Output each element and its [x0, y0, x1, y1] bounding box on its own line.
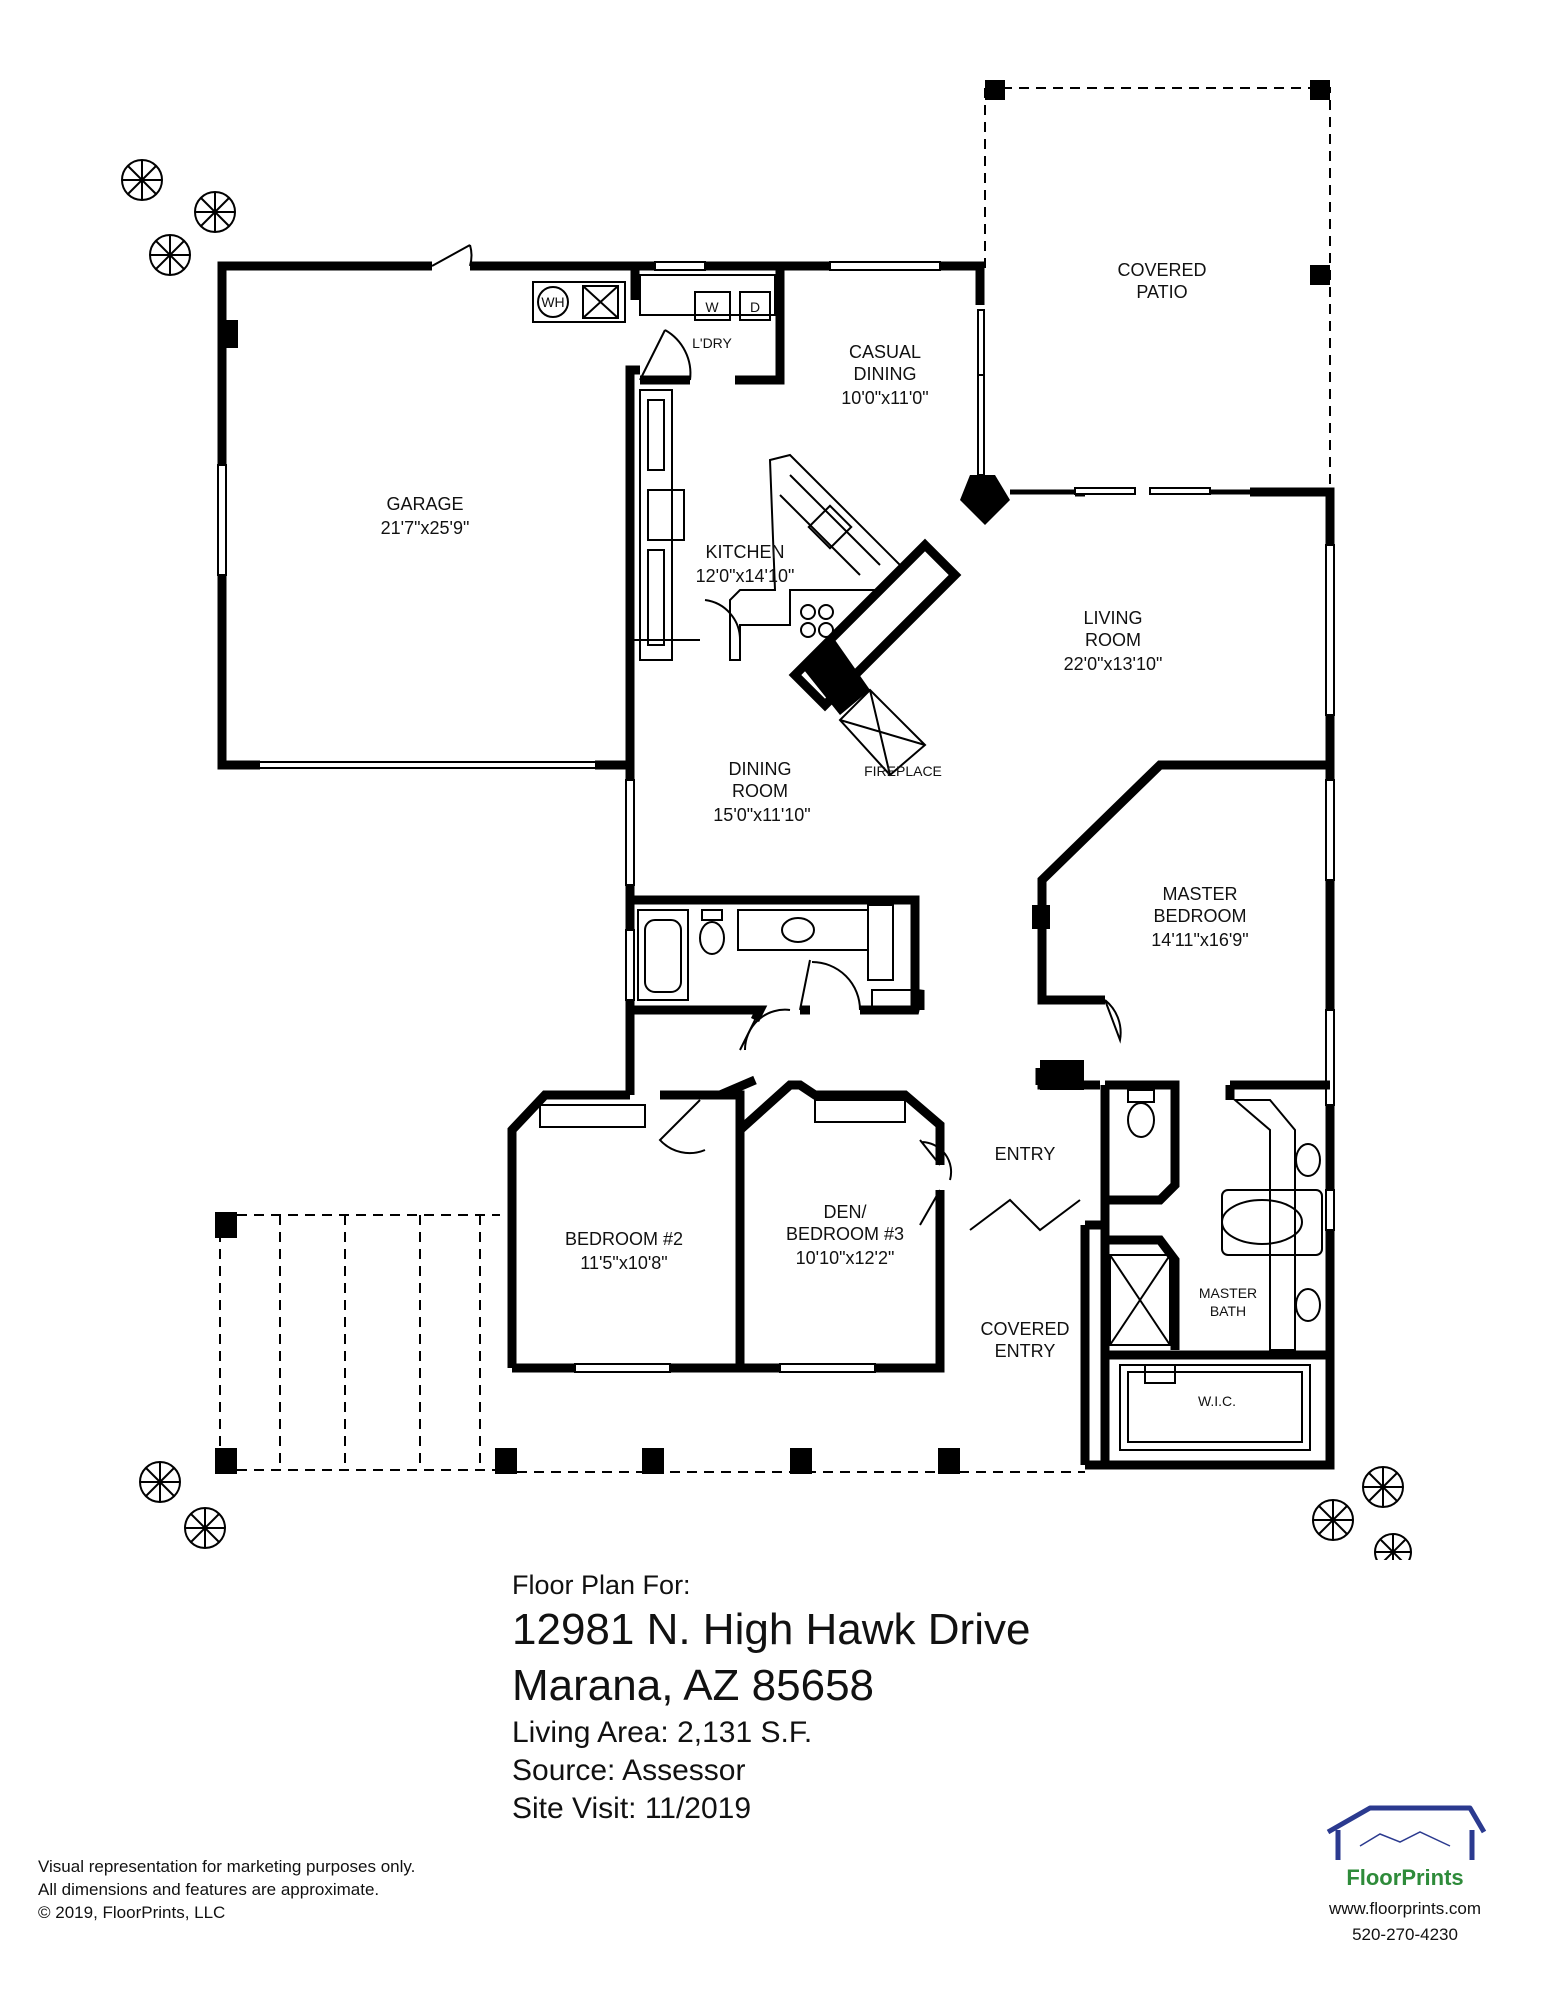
garage-dims: 21'7"x25'9"	[381, 518, 470, 538]
disclaimer-line-1: Visual representation for marketing purp…	[38, 1857, 416, 1876]
bathtub-icon	[1221, 1189, 1323, 1256]
living-area: Living Area: 2,131 S.F.	[512, 1716, 813, 1749]
toilet-icon	[1127, 1089, 1155, 1138]
washer-label: W	[705, 299, 719, 315]
bedroom-2-name: BEDROOM #2	[565, 1229, 683, 1249]
master-bedroom-name-2: BEDROOM	[1153, 906, 1246, 926]
kitchen-cabinets	[639, 389, 962, 777]
living-room-dims: 22'0"x13'10"	[1064, 654, 1163, 674]
master-bath-vanity	[1232, 1099, 1321, 1351]
brand-block: FloorPrints www.floorprints.com 520-270-…	[1290, 1802, 1520, 1945]
address-line-1: 12981 N. High Hawk Drive	[512, 1605, 1031, 1654]
brand-phone: 520-270-4230	[1352, 1925, 1458, 1944]
kitchen-name: KITCHEN	[705, 542, 784, 562]
living-room-name-1: LIVING	[1083, 608, 1142, 628]
windows	[217, 261, 1335, 1373]
floor-plan-for-label: Floor Plan For:	[512, 1570, 691, 1600]
master-bath-name-2: BATH	[1210, 1303, 1246, 1319]
master-bedroom-dims: 14'11"x16'9"	[1151, 930, 1248, 950]
den-dims: 10'10"x12'2"	[796, 1248, 895, 1268]
disclaimer-line-2: All dimensions and features are approxim…	[38, 1880, 380, 1899]
covered-entry-outline	[495, 1448, 1085, 1474]
den-name-2: BEDROOM #3	[786, 1224, 904, 1244]
room-labels: GARAGE 21'7"x25'9" L'DRY CASUAL DINING 1…	[381, 260, 1258, 1409]
disclaimer: Visual representation for marketing purp…	[38, 1855, 558, 1924]
brand-name-part-2: Prints	[1401, 1865, 1464, 1890]
interior-walls	[625, 266, 1330, 1465]
dryer-label: D	[750, 299, 760, 315]
covered-patio-name-2: PATIO	[1136, 282, 1187, 302]
master-bedroom-name-1: MASTER	[1162, 884, 1237, 904]
pergola-outline	[215, 1212, 500, 1474]
shower-icon	[1109, 1254, 1171, 1346]
plant-icon	[1362, 1466, 1404, 1508]
plant-icon	[139, 1461, 181, 1503]
plant-icon	[149, 234, 191, 276]
plant-icon	[1312, 1499, 1354, 1541]
den-name-1: DEN/	[823, 1202, 866, 1222]
cooktop-icon	[800, 604, 834, 638]
plant-icon	[121, 159, 163, 201]
brand-name-part-1: Floor	[1346, 1865, 1402, 1890]
casual-dining-name-2: DINING	[854, 364, 917, 384]
closet-linen	[867, 904, 913, 1011]
walk-in-closet-shelves	[1119, 1364, 1311, 1451]
toilet-icon	[699, 909, 725, 955]
plant-icon	[184, 1507, 226, 1549]
fireplace-label: FIREPLACE	[864, 763, 942, 779]
fireplace-hearth	[838, 688, 927, 777]
brand-name: FloorPrints	[1290, 1865, 1520, 1891]
disclaimer-line-3: © 2019, FloorPrints, LLC	[38, 1903, 226, 1922]
plant-icon	[194, 191, 236, 233]
brand-website[interactable]: www.floorprints.com	[1328, 1899, 1482, 1918]
floor-plan: WH W D	[121, 80, 1412, 1560]
dining-room-name-2: ROOM	[732, 781, 788, 801]
water-heater-icon: WH	[532, 281, 626, 323]
entry-name: ENTRY	[995, 1144, 1056, 1164]
dining-room-dims: 15'0"x11'10"	[713, 805, 810, 825]
covered-patio-name-1: COVERED	[1117, 260, 1206, 280]
site-visit: Site Visit: 11/2019	[512, 1792, 752, 1825]
casual-dining-name-1: CASUAL	[849, 342, 921, 362]
covered-entry-name-1: COVERED	[980, 1319, 1069, 1339]
master-bath-name-1: MASTER	[1199, 1285, 1257, 1301]
bathtub-icon	[637, 909, 689, 1001]
water-heater-label: WH	[541, 294, 564, 310]
laundry-name: L'DRY	[692, 335, 732, 351]
covered-entry-name-2: ENTRY	[995, 1341, 1056, 1361]
laundry-fixtures: W D	[639, 274, 776, 321]
dining-room-name-1: DINING	[729, 759, 792, 779]
bedroom-2-dims: 11'5"x10'8"	[580, 1253, 667, 1273]
house-logo-icon	[1326, 1805, 1487, 1860]
address-line-2: Marana, AZ 85658	[512, 1661, 875, 1710]
source: Source: Assessor	[512, 1754, 746, 1787]
sink-icon	[737, 909, 869, 951]
bedroom-closets	[539, 1099, 941, 1226]
property-info: Floor Plan For: 12981 N. High Hawk Drive…	[512, 1568, 1272, 1828]
living-room-name-2: ROOM	[1085, 630, 1141, 650]
doors	[431, 244, 1122, 1232]
exterior-walls	[217, 261, 1335, 1470]
covered-patio-outline	[984, 80, 1331, 485]
kitchen-dims: 12'0"x14'10"	[696, 566, 795, 586]
wic-name: W.I.C.	[1198, 1393, 1236, 1409]
garage-name: GARAGE	[386, 494, 463, 514]
plant-icon	[1374, 1533, 1412, 1560]
casual-dining-dims: 10'0"x11'0"	[841, 388, 928, 408]
